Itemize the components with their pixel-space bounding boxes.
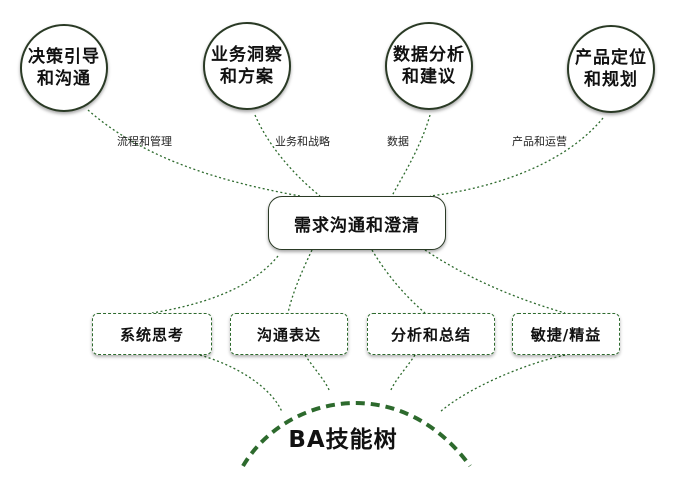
node-product-positioning-line1: 产品定位 — [575, 48, 647, 68]
node-decision-guidance-line2: 和沟通 — [37, 69, 91, 89]
link-center-to-analysis — [371, 249, 426, 314]
link-center-to-communication — [287, 249, 313, 314]
node-business-insight-line1: 业务洞察 — [211, 45, 283, 65]
link-decision-to-center — [87, 109, 301, 197]
edge-label-operations: 产品和运营 — [512, 135, 567, 148]
node-data-analysis-line1: 数据分析 — [393, 45, 465, 65]
skill-communication: 沟通表达 — [230, 313, 348, 355]
node-business-insight: 业务洞察 和方案 — [203, 22, 291, 110]
link-agile-to-root — [439, 354, 566, 413]
edge-label-process: 流程和管理 — [117, 135, 172, 148]
link-systems-to-root — [199, 354, 283, 413]
node-decision-guidance-line1: 决策引导 — [28, 47, 100, 67]
link-product-to-center — [429, 117, 604, 197]
skill-systems-thinking: 系统思考 — [92, 313, 212, 355]
edge-label-strategy: 业务和战略 — [275, 135, 330, 148]
node-product-positioning-line2: 和规划 — [584, 70, 638, 90]
root-arc — [241, 401, 472, 468]
link-data-to-center — [391, 114, 431, 197]
node-decision-guidance: 决策引导 和沟通 — [20, 24, 108, 112]
root-label: BA技能树 — [288, 427, 398, 453]
node-requirements-clarification: 需求沟通和澄清 — [268, 196, 446, 250]
node-product-positioning: 产品定位 和规划 — [567, 25, 655, 113]
node-business-insight-line2: 和方案 — [220, 67, 274, 87]
link-center-to-systems — [151, 255, 279, 314]
edge-label-data: 数据 — [387, 135, 409, 148]
link-analysis-to-root — [389, 354, 416, 393]
link-business-to-center — [254, 114, 321, 197]
link-communication-to-root — [304, 354, 331, 393]
link-center-to-agile — [424, 249, 566, 314]
skill-analysis-summary: 分析和总结 — [367, 313, 495, 355]
skill-agile-lean: 敏捷/精益 — [512, 313, 620, 355]
node-data-analysis: 数据分析 和建议 — [385, 22, 473, 110]
node-data-analysis-line2: 和建议 — [402, 67, 456, 87]
